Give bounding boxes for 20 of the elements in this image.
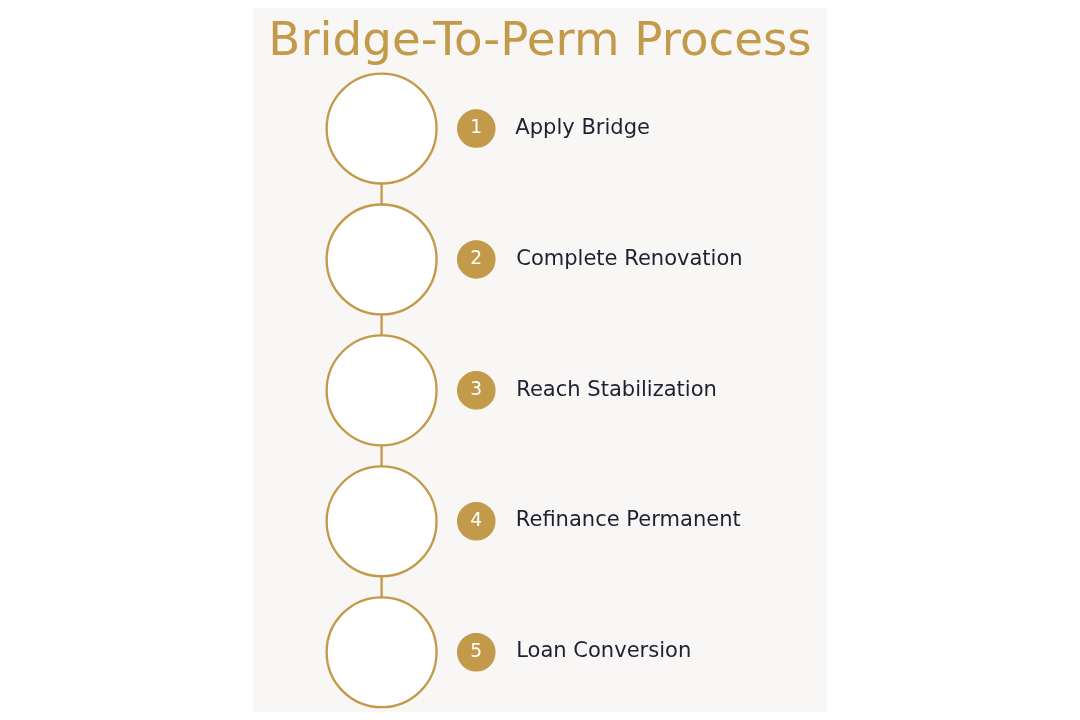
connector [380,183,383,205]
diagram-title: Bridge-To-Perm Process [268,11,812,66]
connector [380,445,383,467]
node-label: Loan Conversion [516,637,692,663]
node-circle [325,596,438,709]
connector [380,314,383,336]
node-label: Refinance Permanent [515,506,741,532]
node-circle: 2 [457,240,496,279]
node-circle [325,465,438,578]
node-circle [325,203,438,316]
node-circle [325,72,438,185]
node-label: Reach Stabilization [516,375,717,401]
node-label: Complete Renovation [516,244,743,270]
node-circle: 5 [457,632,496,672]
connector [380,576,383,598]
node-circle: 3 [457,371,496,410]
node-circle: 4 [457,502,496,541]
node-circle [325,334,438,447]
node-circle: 1 [457,109,496,148]
node-label: Apply Bridge [515,113,650,139]
